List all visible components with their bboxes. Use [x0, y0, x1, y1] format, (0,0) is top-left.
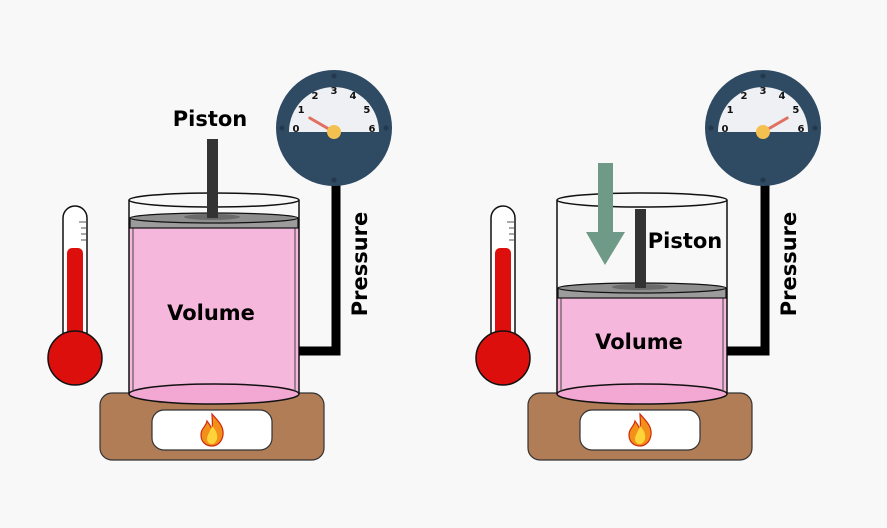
flame-icon — [200, 412, 224, 447]
gauge-tick-label: 0 — [722, 124, 729, 135]
gauge-tick-label: 6 — [369, 124, 376, 135]
gauge-tick-label: 5 — [792, 105, 799, 116]
gauge-tick-label: 3 — [760, 86, 767, 97]
gauge-tick-label: 4 — [350, 91, 357, 102]
gauge-tick-label: 3 — [331, 86, 338, 97]
pressure-label: Pressure — [777, 212, 801, 317]
piston — [557, 209, 727, 299]
down-arrow-icon — [586, 163, 625, 265]
gauge-tick-label: 2 — [741, 91, 748, 102]
flame-icon — [628, 412, 652, 447]
pressure-label: Pressure — [348, 212, 372, 317]
gauge-tick-label: 6 — [798, 124, 805, 135]
cylinder — [556, 192, 728, 405]
gauge-tick-label: 1 — [727, 105, 734, 116]
piston-label: Piston — [173, 107, 248, 131]
piston-label: Piston — [648, 229, 723, 253]
pressure-pipe — [727, 180, 770, 356]
pressure-gauge-icon: 0 12 3 45 6 — [276, 70, 392, 186]
volume-label: Volume — [167, 301, 255, 325]
thermometer-icon — [475, 205, 531, 386]
gauge-tick-label: 0 — [293, 124, 300, 135]
volume-label: Volume — [595, 330, 683, 354]
pressure-gauge-icon: 0 12 3 45 6 — [705, 70, 821, 186]
piston — [129, 139, 299, 229]
gauge-tick-label: 1 — [298, 105, 305, 116]
heater — [99, 392, 325, 461]
left-panel: 0 12 3 45 6 Piston Volume Pressure — [47, 70, 392, 461]
pressure-pipe — [299, 180, 341, 356]
heater — [527, 392, 753, 461]
thermometer-icon — [47, 205, 103, 386]
gauge-tick-label: 5 — [363, 105, 370, 116]
right-panel: 0 12 3 45 6 Piston Volume Pressure — [475, 70, 821, 461]
gauge-tick-label: 4 — [779, 91, 786, 102]
cylinder — [128, 192, 300, 405]
gauge-tick-label: 2 — [312, 91, 319, 102]
